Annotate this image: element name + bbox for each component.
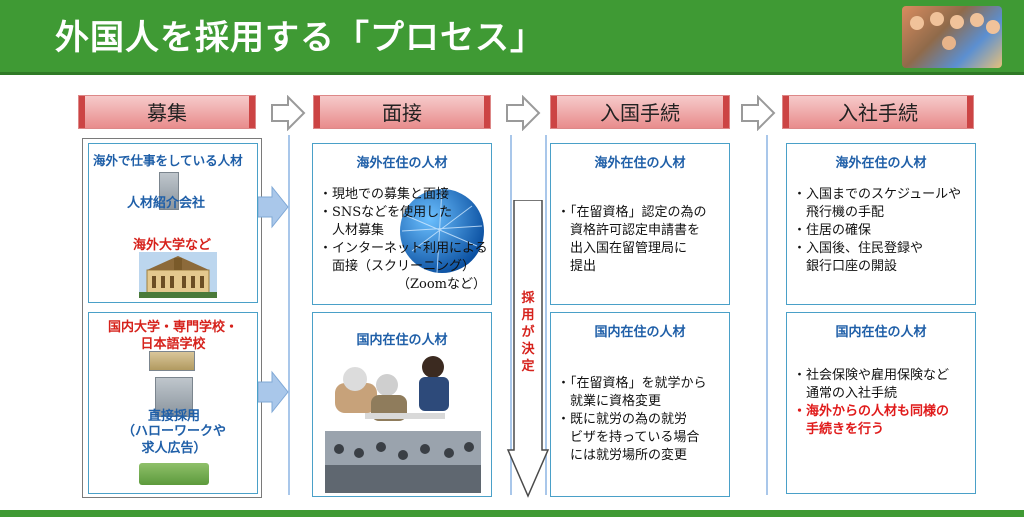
column-divider xyxy=(545,135,547,495)
header-bar xyxy=(0,0,1024,72)
direct-hire-note: （ハローワークや求人広告） xyxy=(121,424,226,456)
interview-domestic-heading: 国内在住の人材 xyxy=(356,333,448,348)
immigration-domestic-item: ビザを持っている場合 xyxy=(557,430,700,445)
header-divider xyxy=(0,72,1024,75)
people-photo xyxy=(902,6,1002,68)
immigration-overseas-item: 資格許可認定申請書を xyxy=(557,223,701,238)
column-divider xyxy=(510,135,512,495)
onboarding-overseas-item: ・入国までのスケジュールや xyxy=(793,187,962,202)
onboarding-domestic-item: ・社会保険や雇用保険など xyxy=(793,368,950,383)
phase-interview: 面接 xyxy=(313,95,491,129)
immigration-domestic-item: ・既に就労の為の就労 xyxy=(557,412,688,427)
immigration-overseas-item: 出入国在留管理局に xyxy=(557,241,688,256)
interview-overseas-item: ・インターネット利用による xyxy=(319,241,488,256)
interview-scene-image xyxy=(325,356,481,493)
phase-recruit: 募集 xyxy=(78,95,256,129)
page-title: 外国人を採用する「プロセス」 xyxy=(55,18,545,58)
recruit-domestic-box: 国内大学・専門学校・日本語学校 直接採用 （ハローワークや求人広告） xyxy=(88,312,258,494)
globe-icon xyxy=(400,188,484,274)
column-divider xyxy=(766,135,768,495)
onboarding-domestic-heading: 国内在住の人材 xyxy=(835,325,927,340)
arrow-right-icon xyxy=(271,95,306,131)
university-building-icon xyxy=(139,252,217,298)
footer-bar xyxy=(0,510,1024,517)
onboarding-domestic-note: 手続きを行う xyxy=(793,422,885,437)
immigration-overseas-box: 海外在住の人材 ・「在留資格」認定の為の 資格許可認定申請書を 出入国在留管理局… xyxy=(550,143,730,305)
immigration-domestic-box: 国内在住の人材 ・「在留資格」を就学から 就業に資格変更 ・既に就労の為の就労 … xyxy=(550,312,730,497)
immigration-domestic-item: 就業に資格変更 xyxy=(557,394,662,409)
onboarding-overseas-item: ・入国後、住民登録や xyxy=(793,241,924,256)
phase-immigration: 入国手続 xyxy=(550,95,730,129)
interview-overseas-box: 海外在住の人材 ・現地での募集と面接 ・SNSなどを使用した 人材募集 ・インタ… xyxy=(312,143,492,305)
column-divider xyxy=(288,135,290,495)
interview-overseas-item: 面接（スクリーニング） xyxy=(319,259,476,274)
immigration-overseas-heading: 海外在住の人材 xyxy=(594,156,686,171)
interview-domestic-box: 国内在住の人材 xyxy=(312,312,492,497)
onboarding-domestic-note: ・海外からの人材も同様の xyxy=(793,404,950,419)
onboarding-domestic-box: 国内在住の人材 ・社会保険や雇用保険など 通常の入社手続 ・海外からの人材も同様… xyxy=(786,312,976,494)
decision-arrow-icon xyxy=(506,200,550,498)
onboarding-overseas-item: 飛行機の手配 xyxy=(793,205,885,220)
interview-overseas-item: ・現地での募集と面接 xyxy=(319,187,450,202)
immigration-overseas-item: 提出 xyxy=(557,259,597,274)
interview-overseas-item: ・SNSなどを使用した xyxy=(319,205,453,220)
overseas-univ-label: 海外大学など xyxy=(133,238,212,253)
interview-overseas-item: （Zoomなど） xyxy=(397,277,487,292)
phase-onboarding: 入社手続 xyxy=(782,95,974,129)
interview-overseas-item: 人材募集 xyxy=(319,223,385,238)
recruit-overseas-heading: 海外で仕事をしている人材 xyxy=(93,153,243,168)
interview-overseas-heading: 海外在住の人材 xyxy=(356,156,448,171)
immigration-domestic-item: には就労場所の変更 xyxy=(557,448,688,463)
immigration-overseas-item: ・「在留資格」認定の為の xyxy=(557,205,707,220)
arrow-right-icon xyxy=(506,95,541,131)
immigration-domestic-item: ・「在留資格」を就学から xyxy=(557,376,707,391)
arrow-right-icon xyxy=(741,95,776,131)
immigration-domestic-heading: 国内在住の人材 xyxy=(594,325,686,340)
agency-label: 人材紹介会社 xyxy=(127,196,206,211)
building-icon xyxy=(159,172,179,210)
grass-base-icon xyxy=(139,463,209,485)
direct-hire-label: 直接採用 xyxy=(147,409,200,424)
domestic-school-heading: 国内大学・専門学校・日本語学校 xyxy=(107,320,238,352)
onboarding-overseas-heading: 海外在住の人材 xyxy=(835,156,927,171)
blue-arrow-icon xyxy=(258,370,289,414)
school-icon xyxy=(149,351,195,371)
onboarding-overseas-item: ・住居の確保 xyxy=(793,223,872,238)
recruit-frame xyxy=(82,138,262,498)
office-building-icon xyxy=(155,377,193,417)
blue-arrow-icon xyxy=(258,185,289,229)
recruit-overseas-box: 海外で仕事をしている人材 人材紹介会社 海外大学など xyxy=(88,143,258,303)
onboarding-overseas-item: 銀行口座の開設 xyxy=(793,259,898,274)
onboarding-overseas-box: 海外在住の人材 ・入国までのスケジュールや 飛行機の手配 ・住居の確保 ・入国後… xyxy=(786,143,976,305)
decision-label: 採用が決定 xyxy=(521,291,535,374)
onboarding-domestic-item: 通常の入社手続 xyxy=(793,386,898,401)
